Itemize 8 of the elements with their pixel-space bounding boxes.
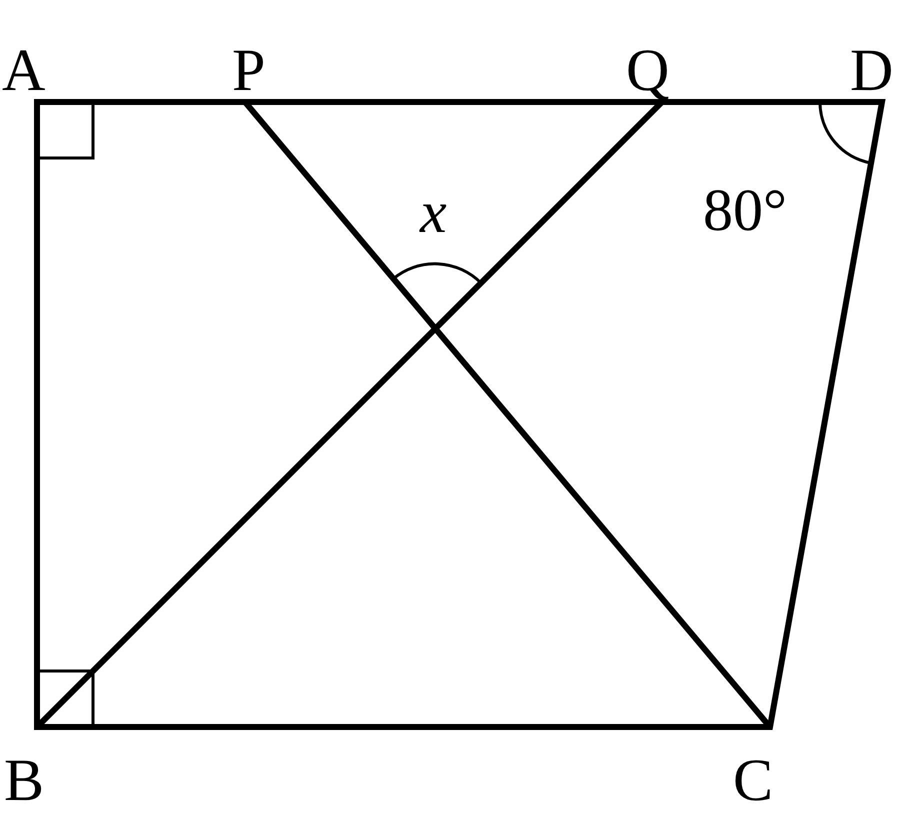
angle-label: x	[420, 182, 447, 242]
vertex-label: B	[4, 750, 44, 810]
vertex-label: P	[232, 40, 266, 100]
vertex-label: D	[850, 40, 894, 100]
vertex-label: Q	[626, 40, 670, 100]
vertex-label: A	[2, 40, 46, 100]
vertex-label: C	[733, 750, 774, 810]
angle-label: 80°	[703, 180, 787, 240]
